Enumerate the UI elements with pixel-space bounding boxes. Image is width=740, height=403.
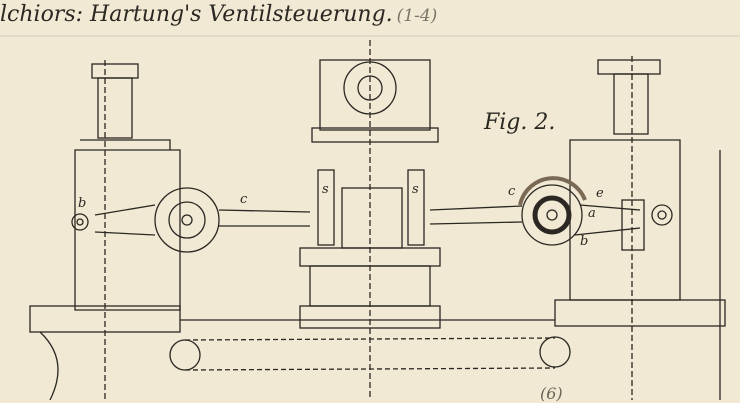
center-cylinder	[299, 40, 441, 400]
plate-title: lchiors: Hartung's Ventilsteuerung.(1-4)	[0, 2, 437, 27]
title-text: lchiors: Hartung's Ventilsteuerung.	[0, 2, 393, 27]
label-e: e	[596, 186, 604, 201]
label-b-left: b	[78, 196, 87, 211]
left-eccentric	[94, 187, 311, 253]
label-c-right: c	[508, 184, 516, 199]
label-s-left: s	[322, 182, 329, 197]
engine-base	[29, 299, 726, 400]
label-s-right: s	[412, 182, 419, 197]
label-a: a	[588, 206, 596, 221]
figure-label: Fig. 2.	[484, 110, 556, 135]
label-b-right: b	[580, 234, 589, 249]
label-c-left: c	[240, 192, 248, 207]
title-note: (1-4)	[396, 6, 438, 26]
right-valve-column	[569, 56, 681, 400]
left-valve-column	[71, 60, 181, 400]
bottom-note: (6)	[540, 384, 563, 403]
right-eccentric	[429, 176, 641, 246]
